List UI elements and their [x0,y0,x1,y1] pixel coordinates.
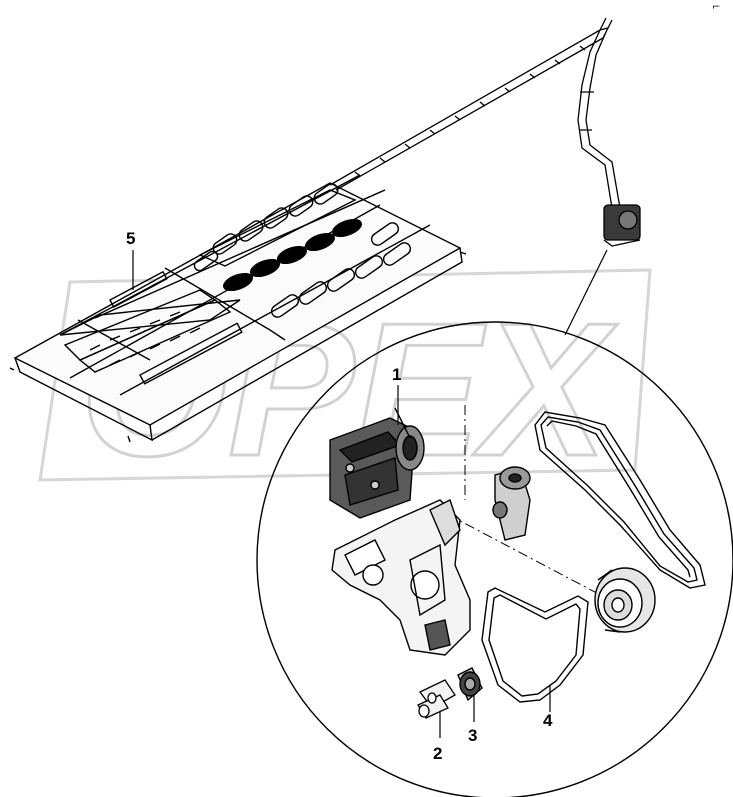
idler-pulley [457,667,483,702]
front-grille [63,289,232,373]
callout-5: 5 [126,229,136,248]
detail-circle [256,321,733,797]
compressor-bracket [331,499,471,656]
callout-2: 2 [433,744,443,763]
crank-pulley [594,567,656,633]
sleeve-bolt [417,679,456,719]
top-vents [212,183,339,255]
v-belt-lower [481,587,589,703]
compressor [329,407,425,519]
axis-line [429,405,611,601]
corner-mark: ⌐ [712,2,721,13]
condenser-fans [223,218,362,292]
belt-tensioner [492,466,531,541]
callout-leaders [132,250,551,738]
side-vents [193,222,412,318]
callout-1: 1 [392,365,402,384]
detail-leader-line [564,249,608,336]
refrigerant-lines [329,17,621,209]
roof-ac-unit [9,174,467,443]
callout-3: 3 [468,726,478,745]
drive-belt-upper [534,411,706,589]
callout-4: 4 [543,711,553,730]
compressor-small-icon [603,204,641,247]
